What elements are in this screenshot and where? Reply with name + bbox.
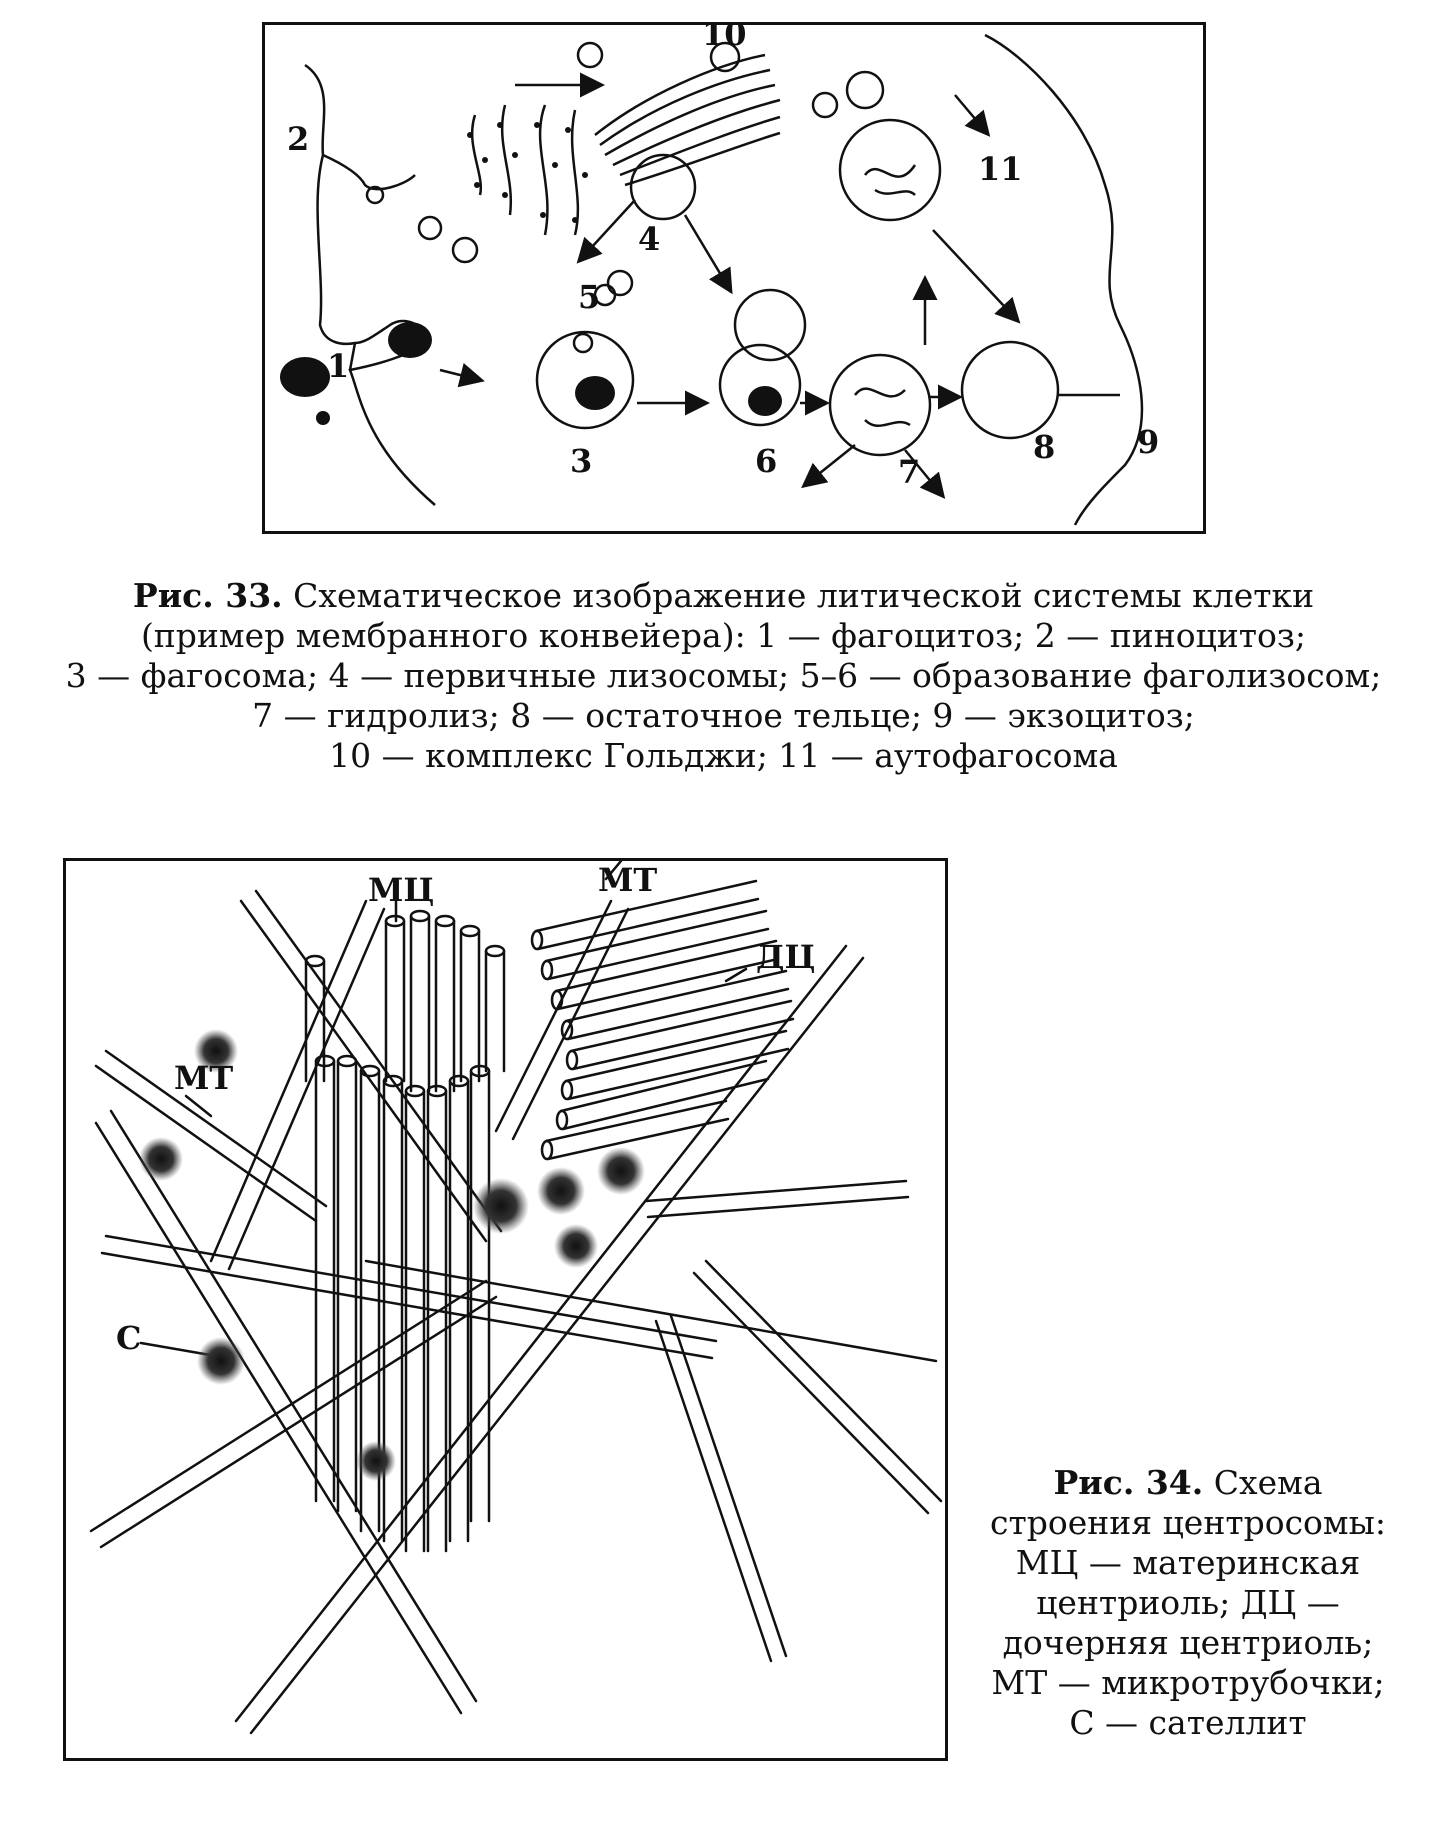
caption-33-line1: Схематическое изображение литической сис…	[293, 576, 1315, 615]
caption-33-line4: 7 — гидролиз; 8 — остаточное тельце; 9 —…	[252, 696, 1195, 735]
caption-34-line2: строения центросомы:	[990, 1503, 1386, 1542]
phagolysosome-top	[733, 288, 807, 362]
caption-34-line1: Схема	[1213, 1463, 1323, 1502]
label-11: 11	[978, 150, 1023, 188]
microtubule-group	[89, 889, 943, 1735]
primary-lysosome	[629, 153, 697, 221]
satellites	[139, 1029, 645, 1481]
lytic-system-diagram: 1 2 3 4 5 6 7 8 9 10 11	[280, 25, 1159, 526]
pinocytosis-membrane	[304, 63, 416, 191]
cell-membrane	[316, 154, 436, 506]
label-7: 7	[898, 453, 920, 491]
caption-34-prefix: Рис. 34.	[1053, 1463, 1204, 1502]
label-9: 9	[1137, 423, 1159, 461]
figure-34-caption: Рис. 34. Схема строения центросомы: МЦ —…	[968, 1463, 1408, 1743]
label-3: 3	[570, 442, 592, 480]
label-4: 4	[638, 220, 660, 258]
label-2: 2	[287, 120, 309, 158]
label-c: С	[116, 1319, 141, 1357]
caption-34-line5: дочерняя центриоль;	[1002, 1623, 1374, 1662]
residual-body	[960, 340, 1060, 440]
caption-33-line3: 3 — фагосома; 4 — первичные лизосомы; 5–…	[65, 656, 1382, 695]
figure-33-caption: Рис. 33. Схематическое изображение литич…	[40, 576, 1407, 776]
phagosome	[535, 330, 635, 430]
mother-centriole	[304, 909, 506, 1553]
caption-34-line7: С — сателлит	[1069, 1703, 1307, 1742]
right-membrane	[984, 33, 1144, 526]
golgi-stack	[594, 53, 766, 136]
label-6: 6	[755, 442, 777, 480]
label-mc: МЦ	[368, 871, 434, 909]
autophagosome	[838, 118, 942, 222]
label-mt-left: МТ	[174, 1059, 233, 1097]
label-5: 5	[578, 278, 600, 316]
caption-33-prefix: Рис. 33.	[132, 576, 283, 615]
caption-34-line6: МТ — микротрубочки;	[991, 1663, 1385, 1702]
figure-34-centrosome: МЦ МТ МТ ДЦ С	[63, 858, 948, 1761]
figure-33-lytic-system: 1 2 3 4 5 6 7 8 9 10 11	[262, 22, 1206, 534]
caption-34-line4: центриоль; ДЦ —	[1036, 1583, 1340, 1622]
label-dc: ДЦ	[756, 938, 815, 976]
centrosome-diagram: МЦ МТ МТ ДЦ С	[89, 861, 943, 1735]
daughter-centriole	[530, 879, 795, 1161]
caption-33-line5: 10 — комплекс Гольджи; 11 — аутофагосома	[329, 736, 1118, 775]
label-1: 1	[327, 347, 349, 385]
caption-34-line3: МЦ — материнская	[1015, 1543, 1361, 1582]
label-8: 8	[1033, 428, 1055, 466]
caption-33-line2: (пример мембранного конвейера): 1 — фаго…	[140, 616, 1307, 655]
label-10: 10	[702, 25, 747, 53]
phagolysosome	[718, 343, 802, 427]
hydrolysis-body	[828, 353, 932, 457]
label-mt-top: МТ	[598, 861, 657, 899]
